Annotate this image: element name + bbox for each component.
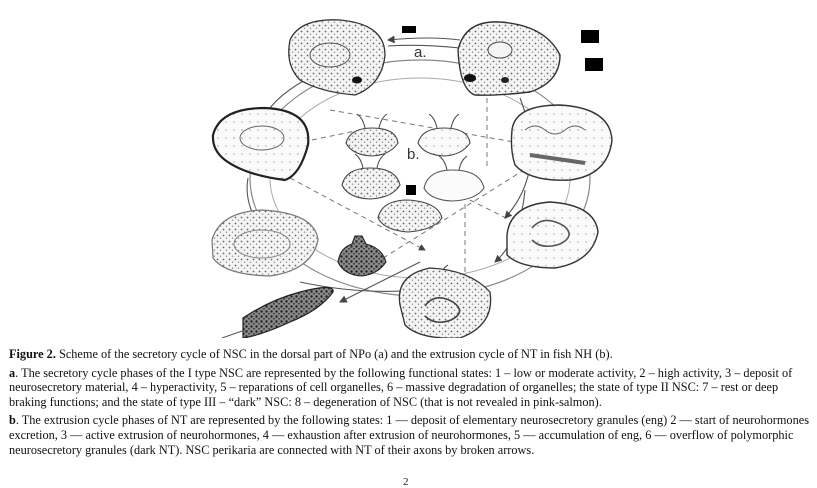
figure-caption: Figure 2. Scheme of the secretory cycle … [9,347,814,461]
nsc-cell-1 [288,19,386,96]
broken-arrows [289,98,561,282]
nsc-cycle-diagram [211,19,613,339]
caption-title: Figure 2. Scheme of the secretory cycle … [9,347,814,362]
caption-b-text: . The extrusion cycle phases of NT are r… [9,413,809,457]
nsc-cell-7 [211,209,319,277]
redaction-box [581,30,599,43]
caption-part-a: a. The secretory cycle phases of the I t… [9,366,814,410]
panel-label-b: b. [407,146,420,163]
redaction-box [406,185,416,195]
nt-terminal-1 [345,113,399,157]
nt-terminal-6 [337,235,387,277]
nsc-cell-3 [510,104,613,181]
nsc-cell-6 [398,267,492,339]
caption-a-text: . The secretory cycle phases of the I ty… [9,365,793,409]
redaction-box [402,26,416,33]
nt-terminal-3 [341,153,401,200]
caption-a-label: a [9,365,16,380]
nt-terminal-5 [377,199,443,233]
caption-part-b: b. The extrusion cycle phases of NT are … [9,413,814,457]
figure-diagram: a. b. [211,19,613,339]
panel-label-a: a. [414,44,427,61]
caption-title-text: Scheme of the secretory cycle of NSC in … [55,347,613,361]
caption-title-label: Figure 2. [9,347,56,361]
nsc-cell-8 [221,286,334,339]
redaction-box [585,58,603,71]
nt-terminal-4 [423,155,485,202]
nt-terminal-2 [417,113,471,157]
caption-b-label: b [9,413,16,428]
nsc-cell-5 [506,201,599,269]
page-number: 2 [403,476,409,488]
nsc-cell-2 [457,21,561,96]
nsc-cell-4 [211,106,310,182]
